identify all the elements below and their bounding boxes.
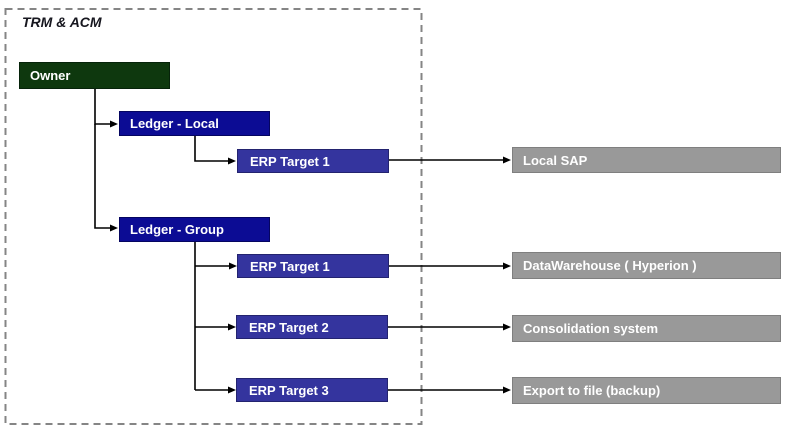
node-datawarehouse-hyperion: DataWarehouse ( Hyperion )	[512, 252, 781, 279]
node-local-sap: Local SAP	[512, 147, 781, 173]
edge-owner-to-ledger-local	[94, 89, 118, 128]
edge-ledger-local-to-erp1	[194, 136, 236, 165]
node-ledger-local: Ledger - Local	[119, 111, 270, 136]
node-erp-target-1-local: ERP Target 1	[237, 149, 389, 173]
node-ledger-group: Ledger - Group	[119, 217, 270, 242]
node-erp-target-3: ERP Target 3	[236, 378, 388, 402]
node-consolidation-system: Consolidation system	[512, 315, 781, 342]
boundary-title: TRM & ACM	[22, 14, 102, 30]
edge-owner-to-ledger-group	[94, 124, 118, 232]
node-owner: Owner	[19, 62, 170, 89]
node-erp-target-1-group: ERP Target 1	[237, 254, 389, 278]
system-boundary-box	[4, 8, 423, 425]
node-export-to-file-backup: Export to file (backup)	[512, 377, 781, 404]
node-erp-target-2: ERP Target 2	[236, 315, 388, 339]
